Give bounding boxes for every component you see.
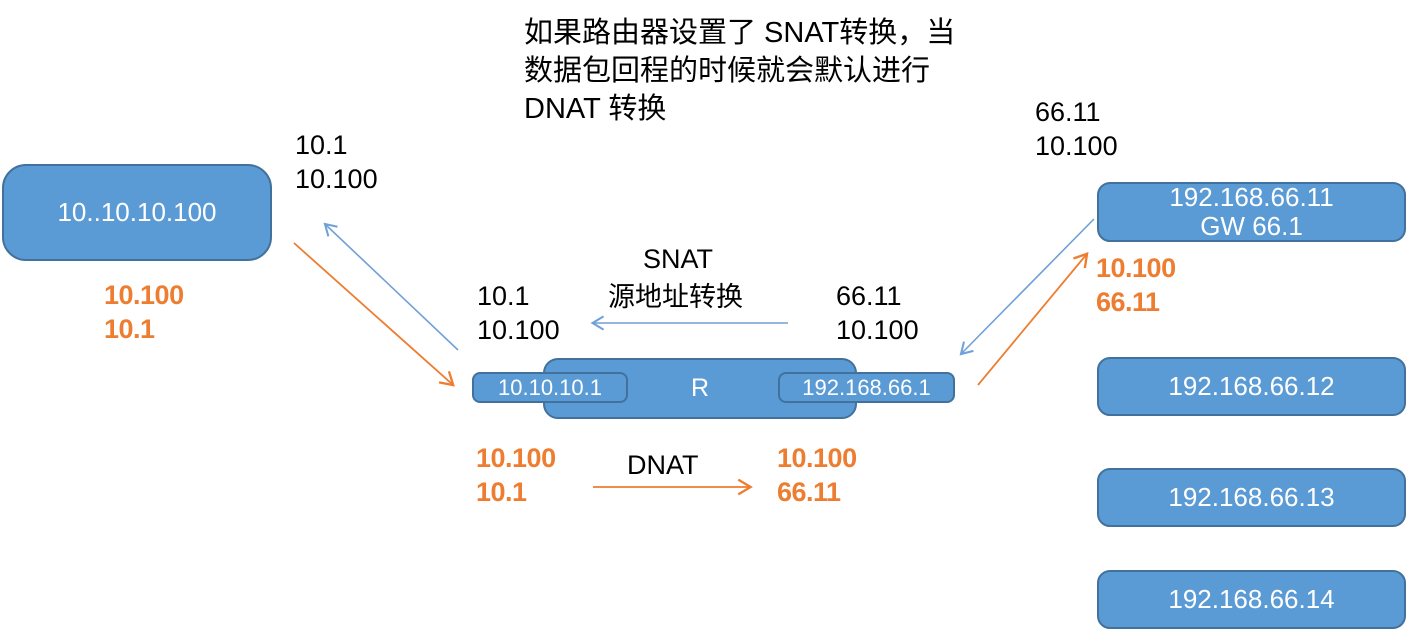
packet-dst: 10.1 [476,477,527,507]
snat-title: SNAT [643,244,714,274]
right-host-4-ip: 192.168.66.14 [1168,584,1335,614]
packet-label-snat-after: 10.1 10.100 [477,279,560,347]
left-host-ip: 10..10.10.100 [57,197,217,227]
left-host-box: 10..10.10.100 [2,164,272,261]
packet-dst: 10.100 [295,164,378,194]
packet-dst: 10.100 [477,315,560,345]
packet-label-request-at-right-host: 10.100 66.11 [1096,251,1176,319]
packet-label-request-at-left-host: 10.100 10.1 [104,278,184,346]
arrow-request-from-left-host [293,242,455,387]
packet-dst: 10.100 [836,315,919,345]
packet-src: 66.11 [1035,97,1101,127]
router-inside-ip: 10.10.10.1 [498,374,602,400]
packet-src: 10.100 [777,443,857,473]
right-host-3-ip: 192.168.66.13 [1168,482,1335,512]
router-label: R [690,374,710,402]
packet-src: 10.100 [104,280,184,310]
right-host-1-gateway: GW 66.1 [1200,211,1303,241]
dnat-title: DNAT [627,450,699,480]
packet-dst: 66.11 [777,477,841,507]
right-host-4-box: 192.168.66.14 [1097,570,1406,629]
packet-src: 66.11 [836,281,902,311]
annotation-line-3: DNAT 转换 [524,93,667,125]
packet-label-dnat-after: 10.100 66.11 [777,441,857,509]
packet-dst: 66.11 [1096,287,1160,317]
right-host-1-box: 192.168.66.11 GW 66.1 [1097,182,1406,242]
packet-label-dnat-before: 10.100 10.1 [476,441,556,509]
packet-src: 10.1 [477,281,530,311]
packet-src: 10.1 [295,130,348,160]
right-host-1-ip: 192.168.66.11 [1169,182,1334,212]
arrow-reply-to-left-host [323,222,459,351]
annotation-line-2: 数据包回程的时候就会默认进行 [524,55,931,87]
snat-subtitle: 源地址转换 [608,282,743,312]
right-host-3-box: 192.168.66.13 [1097,468,1406,527]
packet-dst: 10.100 [1035,131,1118,161]
annotation-text: 如果路由器设置了 SNAT转换，当 数据包回程的时候就会默认进行 DNAT 转换 [524,14,955,128]
packet-dst: 10.1 [104,314,155,344]
packet-label-reply-at-left-host: 10.1 10.100 [295,128,378,196]
arrow-reply-from-right-host [959,218,1095,356]
arrow-request-to-right-host [977,252,1089,386]
packet-src: 10.100 [1096,253,1176,283]
right-host-2-box: 192.168.66.12 [1097,357,1406,416]
right-host-2-ip: 192.168.66.12 [1168,371,1335,401]
router-inside-interface-box: 10.10.10.1 [472,372,628,403]
router-outside-ip: 192.168.66.1 [802,374,931,400]
packet-label-reply-at-right-host: 66.11 10.100 [1035,95,1118,163]
packet-src: 10.100 [476,443,556,473]
packet-label-snat-before: 66.11 10.100 [836,279,919,347]
annotation-line-1: 如果路由器设置了 SNAT转换，当 [524,17,956,49]
router-outside-interface-box: 192.168.66.1 [778,372,955,403]
